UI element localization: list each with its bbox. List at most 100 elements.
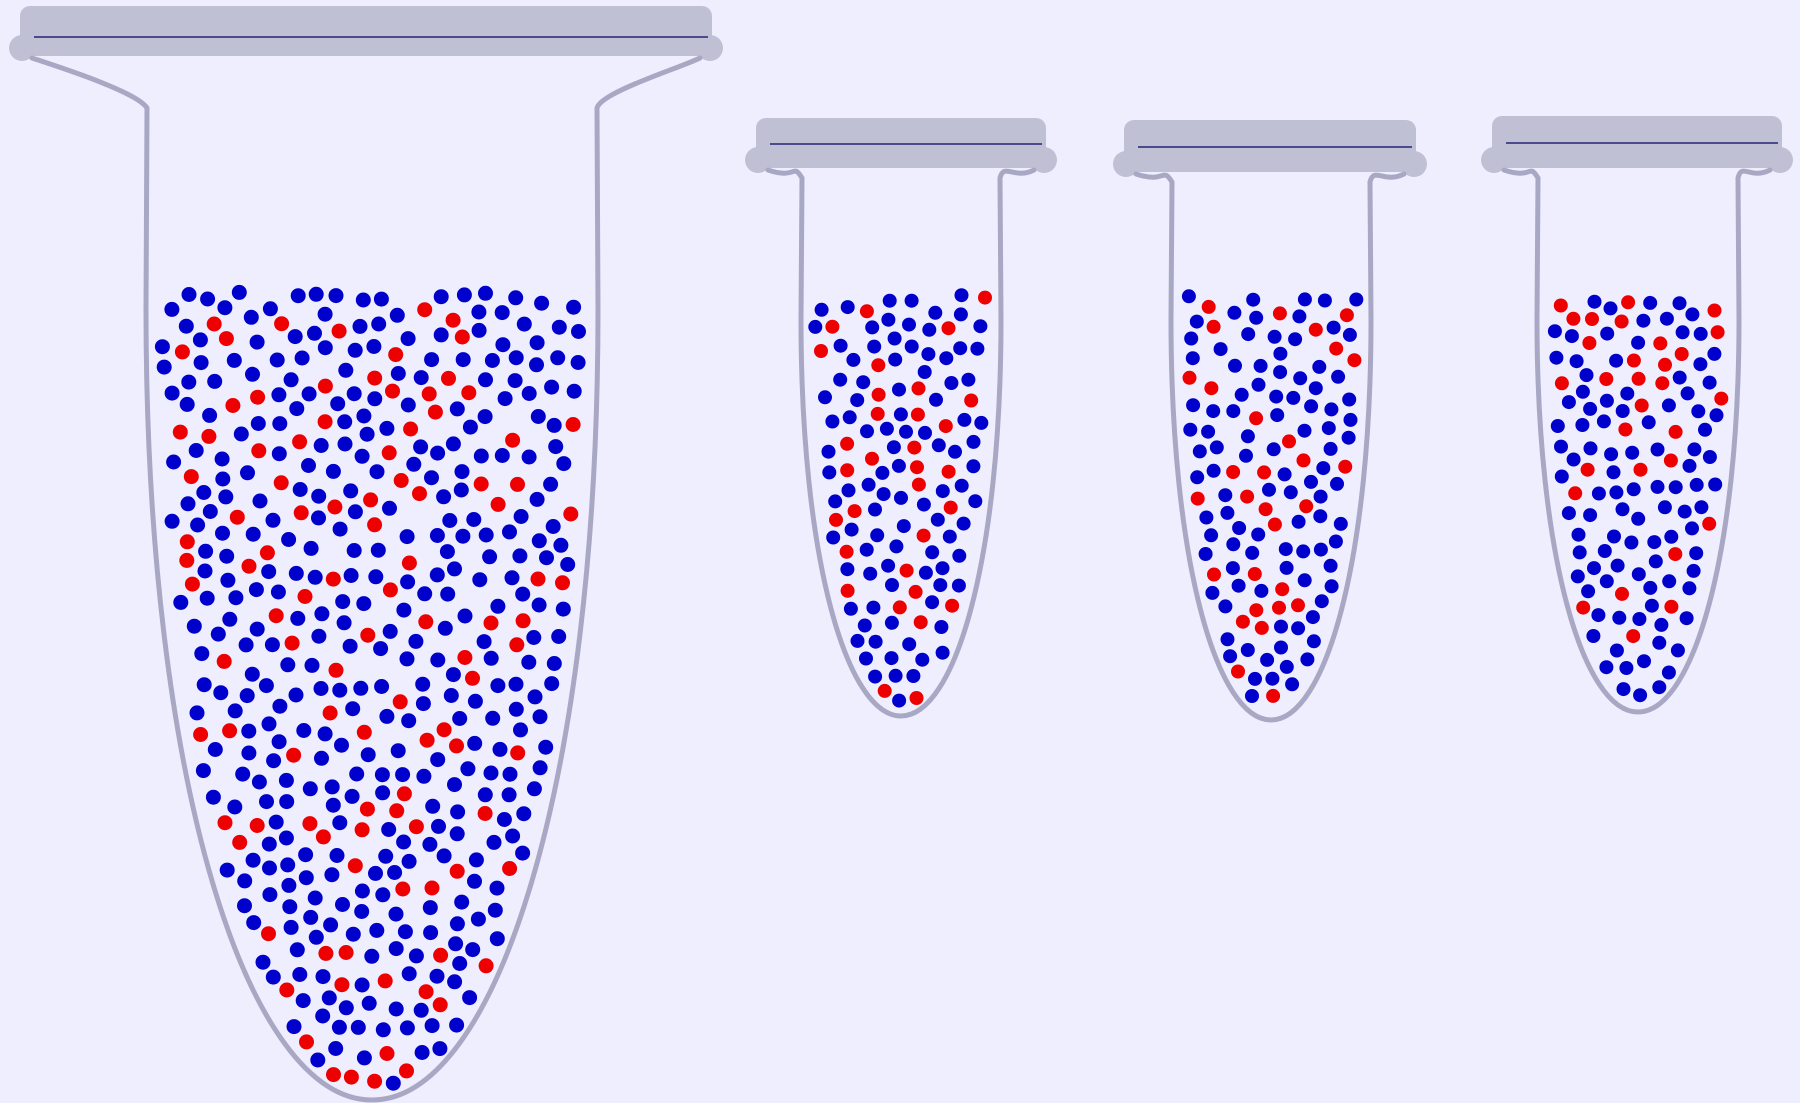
blue-particle [180, 496, 196, 512]
blue-particle [1278, 542, 1293, 557]
red-particle [473, 476, 489, 492]
blue-particle [566, 383, 582, 399]
blue-particle [1323, 558, 1338, 573]
blue-particle [1579, 368, 1594, 383]
blue-particle [336, 615, 352, 631]
blue-particle [1616, 682, 1631, 697]
blue-particle [476, 634, 492, 650]
blue-particle [294, 350, 310, 366]
red-particle [382, 582, 398, 598]
blue-particle [925, 595, 940, 610]
blue-particle [374, 767, 390, 783]
blue-particle [226, 352, 242, 368]
red-particle [284, 635, 300, 651]
blue-particle [1664, 529, 1679, 544]
blue-particle [413, 439, 429, 455]
red-particle [457, 650, 473, 665]
blue-particle [570, 355, 586, 370]
blue-particle [1633, 688, 1648, 703]
blue-particle [423, 925, 439, 941]
blue-particle [379, 708, 395, 724]
red-particle [565, 417, 581, 432]
blue-particle [1225, 561, 1240, 576]
red-particle [1664, 599, 1679, 614]
blue-particle [442, 513, 458, 528]
red-particle [359, 801, 375, 817]
blue-particle [244, 666, 260, 682]
red-particle [334, 977, 350, 993]
blue-particle [508, 676, 524, 692]
blue-particle [439, 544, 455, 560]
blue-particle [477, 787, 493, 803]
blue-particle [240, 465, 255, 481]
blue-particle [1292, 309, 1307, 324]
blue-particle [521, 386, 537, 401]
blue-particle [1607, 529, 1621, 544]
blue-particle [1685, 521, 1699, 536]
blue-particle [424, 470, 439, 486]
blue-particle [181, 374, 197, 390]
blue-particle [261, 836, 277, 852]
blue-particle [546, 417, 562, 433]
blue-particle [821, 444, 836, 459]
blue-particle [447, 974, 463, 990]
blue-particle [1659, 311, 1674, 326]
red-particle [1714, 391, 1729, 406]
blue-particle [1262, 482, 1276, 497]
red-particle [502, 861, 518, 876]
blue-particle [1689, 477, 1704, 492]
blue-particle [1693, 326, 1708, 341]
red-particle [399, 1063, 414, 1079]
blue-particle [1564, 329, 1579, 344]
blue-particle [931, 438, 946, 453]
blue-particle [1331, 369, 1346, 384]
blue-particle [1575, 384, 1590, 399]
blue-particle [272, 698, 288, 714]
blue-particle [828, 494, 843, 509]
blue-particle [1561, 506, 1576, 521]
blue-particle [371, 316, 387, 332]
red-particle [412, 486, 427, 502]
blue-particle [1609, 643, 1624, 658]
red-particle [367, 370, 383, 386]
blue-particle [350, 1019, 366, 1035]
blue-particle [443, 688, 459, 703]
blue-particle [496, 812, 512, 827]
blue-particle [308, 929, 324, 945]
blue-particle [933, 578, 948, 593]
blue-particle [1274, 640, 1288, 655]
blue-particle [840, 562, 855, 577]
blue-particle [207, 742, 223, 757]
blue-particle [237, 898, 252, 914]
blue-particle [283, 372, 299, 388]
blue-particle [324, 779, 340, 795]
blue-particle [1240, 643, 1255, 657]
blue-particle [262, 887, 278, 903]
blue-particle [1647, 535, 1662, 550]
blue-particle [360, 747, 376, 763]
blue-particle [301, 458, 316, 473]
blue-particle [313, 438, 329, 453]
blue-particle [1636, 313, 1651, 328]
blue-particle [844, 522, 859, 537]
blue-particle [502, 766, 518, 782]
blue-particle [526, 630, 542, 645]
blue-particle [1566, 452, 1581, 467]
blue-particle [521, 449, 537, 465]
blue-particle [281, 877, 297, 893]
red-particle [1206, 319, 1221, 334]
red-particle [286, 747, 302, 763]
blue-particle [1661, 665, 1676, 680]
blue-particle [1296, 544, 1311, 559]
blue-particle [1323, 441, 1338, 456]
blue-particle [1321, 421, 1336, 436]
blue-particle [888, 668, 903, 683]
blue-particle [1610, 558, 1625, 573]
blue-particle [482, 549, 498, 565]
blue-particle [1198, 547, 1213, 561]
blue-particle [1708, 477, 1723, 492]
blue-particle [833, 372, 848, 387]
blue-particle [1305, 610, 1320, 625]
blue-particle [548, 439, 564, 455]
red-particle [1576, 600, 1591, 615]
